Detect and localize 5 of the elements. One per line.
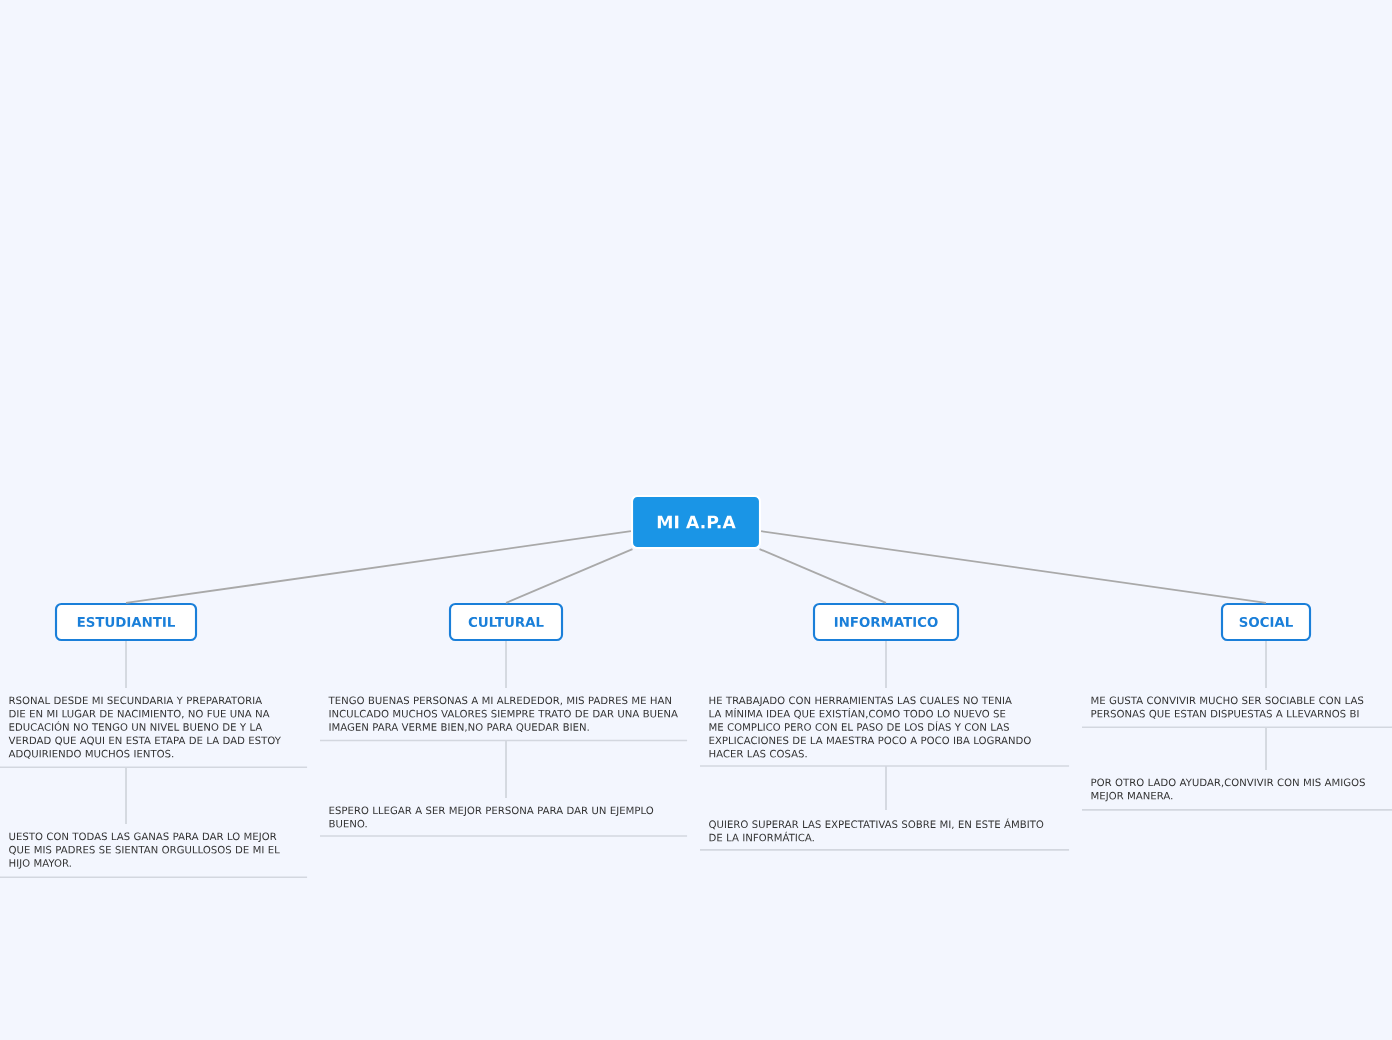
connector-line	[125, 530, 632, 604]
connector-line	[758, 548, 887, 604]
connector-line	[760, 530, 1267, 604]
connector-line	[505, 548, 634, 604]
root-box: MI A.P.A	[630, 494, 762, 550]
